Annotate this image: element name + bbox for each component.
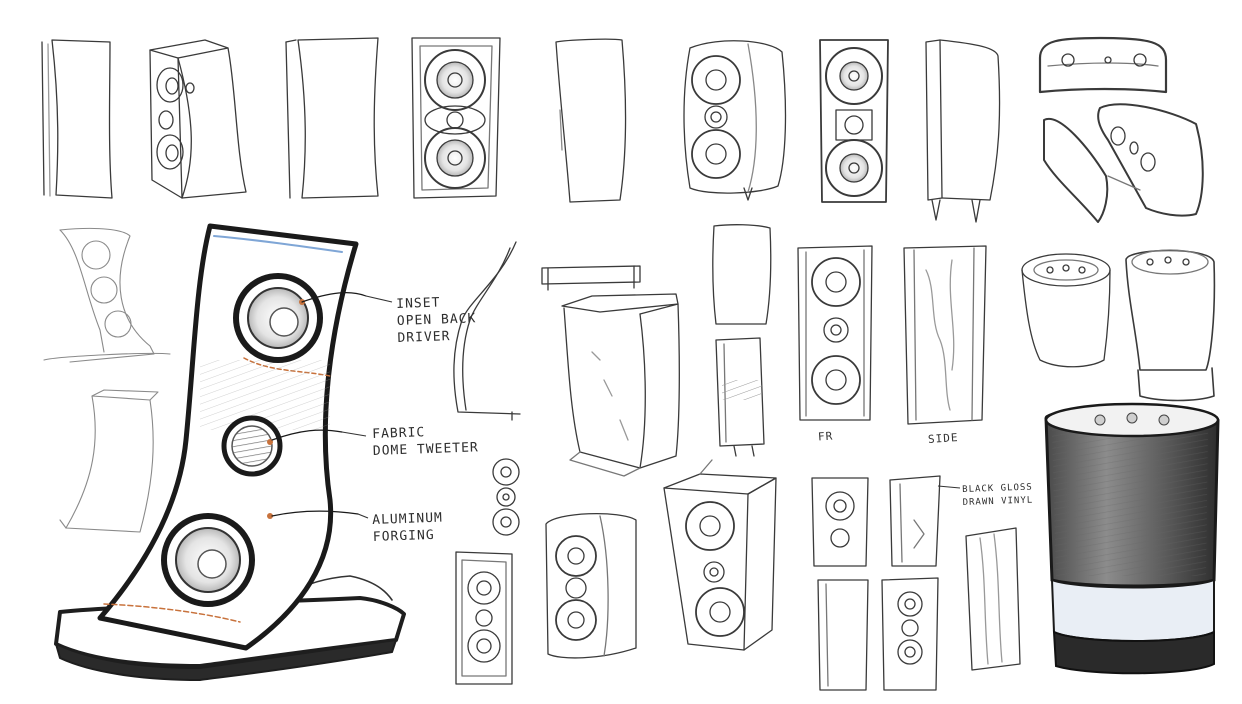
sketch-small-tower-front xyxy=(811,477,869,567)
label-side-view: SIDE xyxy=(927,430,959,447)
sketch-front-panel-fr xyxy=(797,245,873,421)
sketch-rounded-bookshelf xyxy=(545,512,637,659)
annotation-line: DRAWN VINYL xyxy=(962,495,1034,508)
sketch-tower-two-drivers xyxy=(149,39,247,199)
sketch-isometric-box-with-tray xyxy=(541,265,680,477)
sketch-rounded-speaker xyxy=(683,40,787,201)
sketch-drum-with-base xyxy=(1125,249,1216,402)
sketch-s-stand-panel xyxy=(59,389,159,533)
annotation-forging: ALUMINUM FORGING xyxy=(372,510,444,546)
sketch-tall-bar-front xyxy=(817,579,869,691)
sketch-side-profile-s xyxy=(453,241,521,421)
sketch-narrow-tower-base xyxy=(715,337,765,457)
sketch-stacked-round-drivers xyxy=(492,458,520,536)
annotation-line: OPEN BACK xyxy=(396,311,477,329)
hero-s-curve-speaker xyxy=(54,223,406,681)
label-front-view: FR xyxy=(817,429,834,444)
annotation-inset-driver: INSET OPEN BACK DRIVER xyxy=(396,293,477,347)
annotation-tweeter: FABRIC DOME TWEETER xyxy=(372,422,479,460)
sketch-tall-bar-drivers xyxy=(881,577,939,691)
sketch-s-stand-circles xyxy=(43,227,171,363)
sketch-soundbar-wedge xyxy=(1043,103,1204,223)
sketch-drum-small xyxy=(1021,253,1111,368)
sketch-small-tower-side xyxy=(889,475,941,567)
sketch-narrow-panel xyxy=(712,224,772,325)
annotation-finish: BLACK GLOSS DRAWN VINYL xyxy=(962,482,1033,510)
sketch-panel-flat-1 xyxy=(41,39,113,199)
sketch-angled-slab xyxy=(965,527,1021,671)
sketch-side-spikes xyxy=(925,39,1001,223)
rendered-drum-speaker xyxy=(1044,402,1220,675)
sketch-soundbar-top xyxy=(1038,36,1168,94)
annotation-line: DRIVER xyxy=(397,329,451,346)
sketch-front-three-drivers xyxy=(411,37,501,199)
sketch-panel-bowed xyxy=(555,38,627,203)
sketch-small-front-speaker xyxy=(455,551,513,685)
sketch-side-panel-wood xyxy=(903,245,987,425)
sketch-tapered-tower xyxy=(663,459,777,651)
sketch-front-chassis-drivers xyxy=(819,39,889,203)
sketch-panel-curved-slab xyxy=(285,37,379,199)
annotation-line: FORGING xyxy=(372,527,435,545)
